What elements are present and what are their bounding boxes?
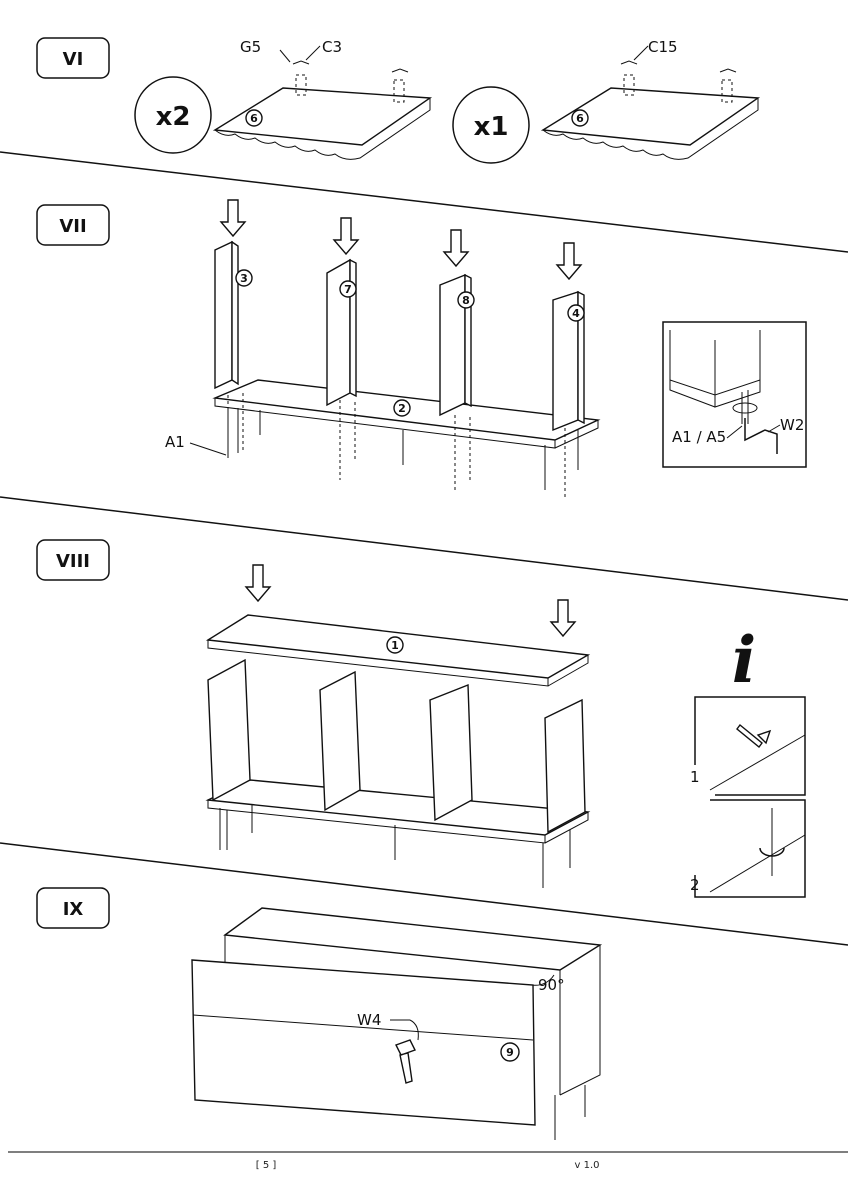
label-steps-vi: VI (63, 49, 84, 70)
label-step_vi-label_g5: G5 (240, 38, 261, 56)
label-step_vii-inset_label_a1_a5: A1 / A5 (672, 428, 726, 446)
step-vi-right-panel: x1 6 C15 (452, 38, 761, 164)
label-step_viii-info_step1: 1 (690, 768, 700, 786)
version-label: v 1.0 (575, 1160, 600, 1171)
step-vii-assembly: 2 A1 3 7 8 4 (165, 199, 601, 498)
label-step_vi-label_c15: C15 (648, 38, 678, 56)
label-steps-vii: VII (59, 216, 86, 237)
section-divider (0, 496, 848, 601)
label-step_vii-inset_label_w2: W2 (780, 416, 804, 434)
label-step_vi-label_c3: C3 (322, 38, 342, 56)
label-step_vii-base_part: 2 (398, 402, 406, 415)
step-label-viii: VIII (36, 539, 110, 581)
label-step_vii-label_a1: A1 (165, 433, 185, 451)
label-step_vii-parts-0: 3 (240, 272, 248, 285)
step-viii-assembly: 1 (205, 564, 591, 888)
label-step_vii-parts-3: 4 (572, 307, 580, 320)
label-step_viii-top_part: 1 (391, 639, 399, 652)
page-number: [ 5 ] (256, 1160, 277, 1171)
step-label-vii: VII (36, 204, 110, 246)
label-step_ix-door_part: 9 (506, 1046, 514, 1059)
label-step_vi-qty_left: x2 (156, 102, 191, 132)
section-divider (0, 842, 848, 946)
label-steps-viii: VIII (56, 551, 90, 572)
label-steps-ix: IX (63, 899, 84, 920)
label-step_vii-parts-2: 8 (462, 294, 470, 307)
step-label-vi: VI (36, 37, 110, 79)
step-label-ix: IX (36, 887, 110, 929)
step-viii-info-panel: i 1 2 (690, 623, 806, 898)
step-vii-inset-leveling-foot: A1 / A5 W2 (662, 321, 807, 468)
label-step_viii-info_step2: 2 (690, 876, 700, 894)
info-icon: i (732, 623, 756, 698)
label-step_vii-parts-1: 7 (344, 283, 352, 296)
section-divider (0, 151, 848, 253)
label-step_vi-part_left: 6 (250, 112, 258, 125)
label-step_vi-qty_right: x1 (474, 112, 509, 142)
label-step_ix-label_w4: W4 (357, 1011, 381, 1029)
label-step_ix-angle: 90° (538, 976, 565, 994)
step-ix-assembly: 90° 9 W4 (191, 907, 603, 1140)
label-step_vi-part_right: 6 (576, 112, 584, 125)
step-vi-left-panel: x2 6 G5 C3 (134, 38, 433, 160)
